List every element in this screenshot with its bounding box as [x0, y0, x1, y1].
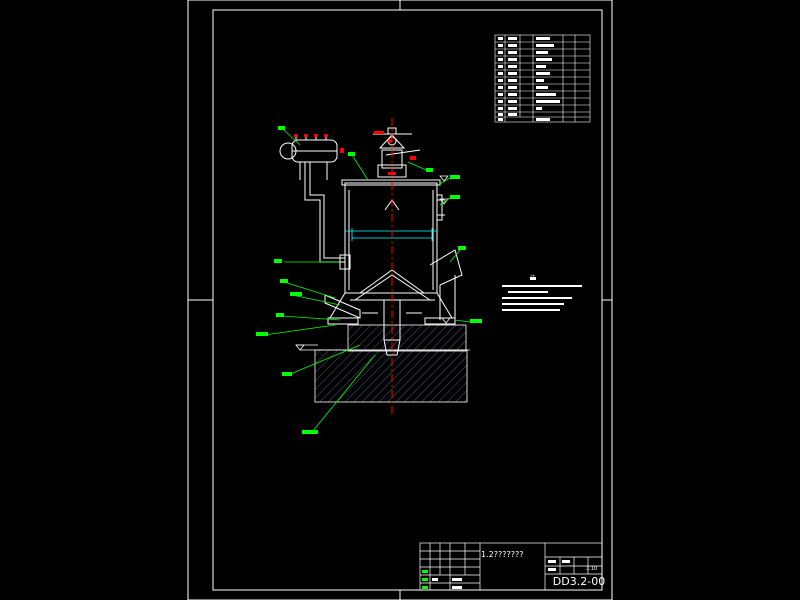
parts-list-entries [498, 37, 560, 121]
heat-exchanger [279, 136, 338, 180]
inclined-plate [324, 294, 361, 319]
title-block-fields [432, 560, 570, 589]
parts-list-table [494, 34, 591, 123]
internal-dimensions [345, 228, 437, 241]
sheet-frame [187, 0, 613, 600]
technical-notes [502, 277, 582, 311]
elevation-markers [295, 175, 451, 351]
concrete-foundation [300, 324, 470, 403]
drawing-number: DD3.2-00 [552, 575, 606, 588]
drive-assembly [373, 127, 421, 178]
leader-tags [256, 126, 482, 434]
piping [304, 162, 445, 270]
leader-lines [263, 129, 471, 433]
drawing-title: 1.2??????? [481, 550, 524, 559]
drawing-scale: 1:10 [586, 566, 598, 572]
discharge-chute [429, 249, 463, 320]
notes-heading: 注 [530, 275, 536, 281]
title-block-green-fields [422, 570, 428, 589]
title-block [419, 542, 603, 591]
heat-exchanger-accents [294, 134, 344, 153]
